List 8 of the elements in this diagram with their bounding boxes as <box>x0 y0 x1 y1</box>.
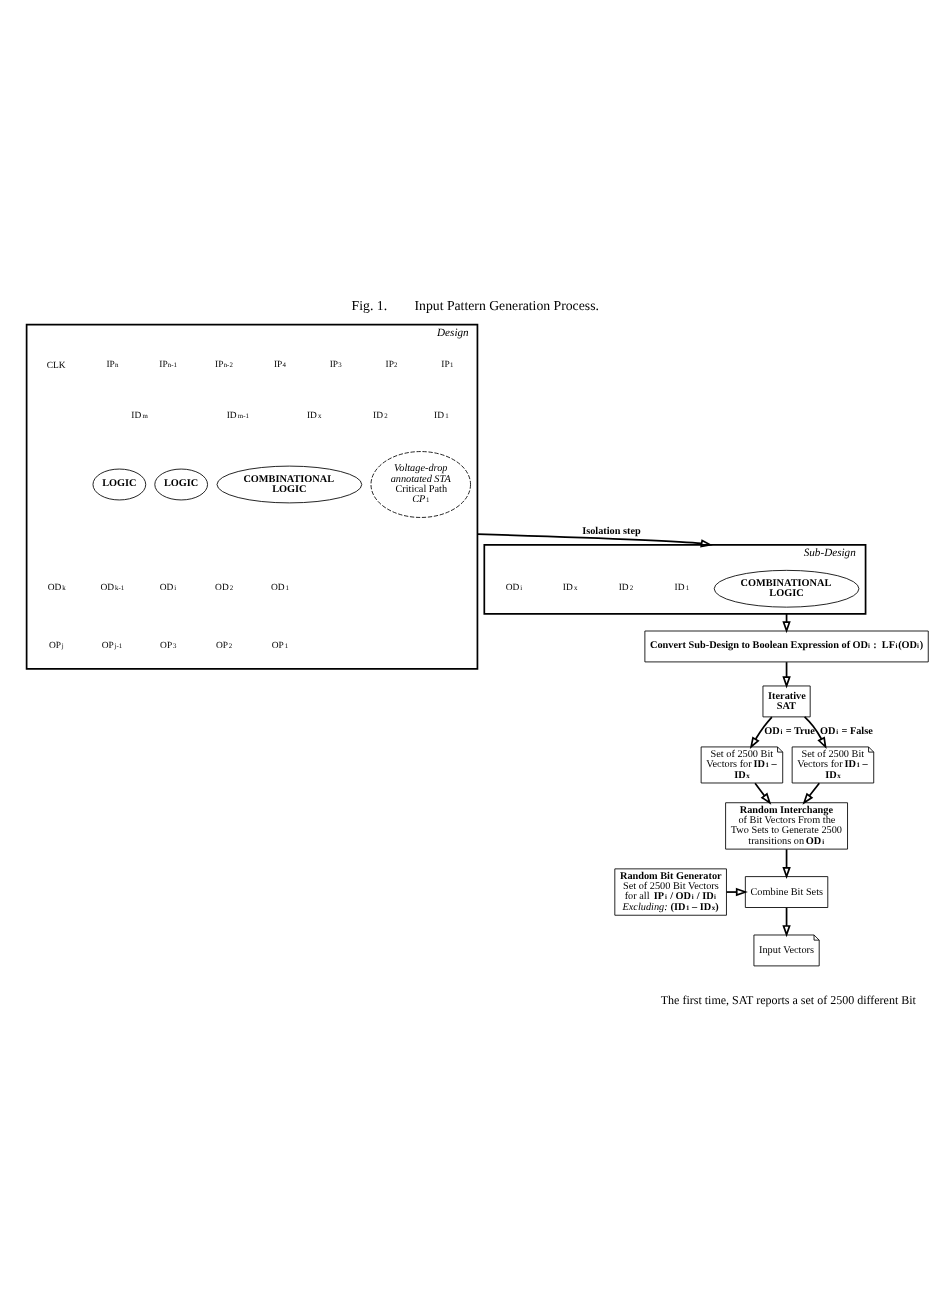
arrow <box>754 781 772 804</box>
arrow <box>725 886 748 896</box>
arrow <box>476 532 713 547</box>
arrow <box>802 781 821 804</box>
arrow <box>782 847 791 879</box>
arrow <box>782 905 791 937</box>
arrow <box>749 715 773 748</box>
arrow <box>803 715 827 749</box>
